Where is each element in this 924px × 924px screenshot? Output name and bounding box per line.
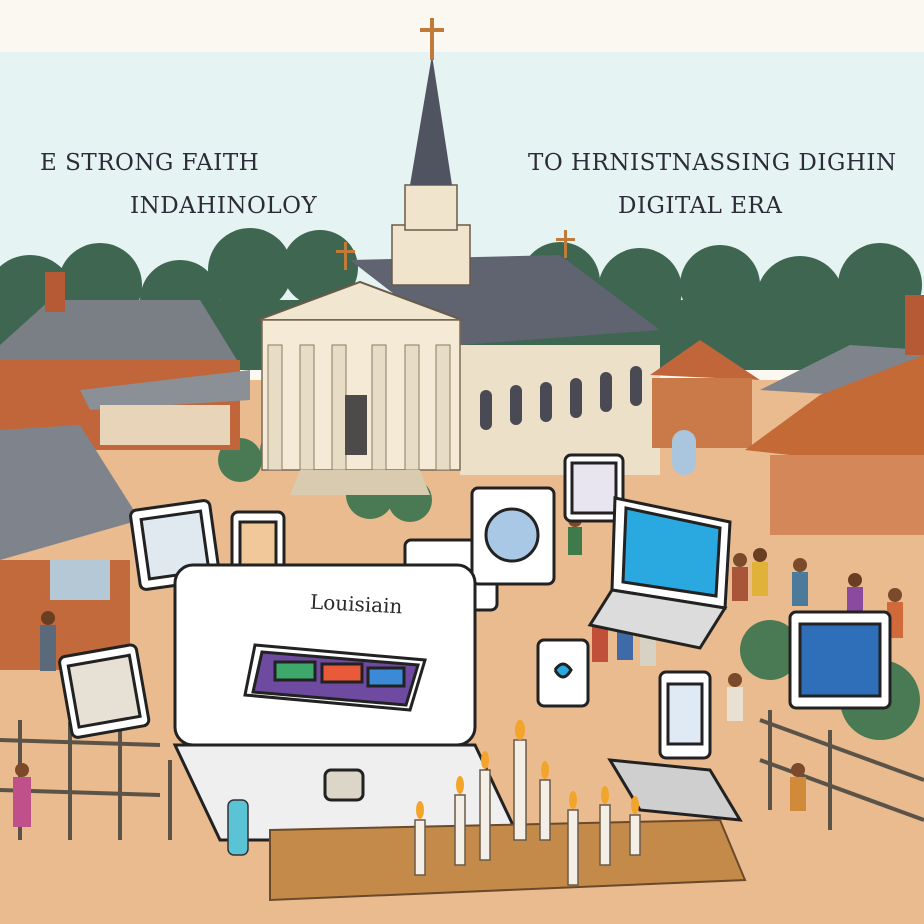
caption-right-line-2: DIGITAL ERA xyxy=(618,193,783,219)
caption-left-line-1: E STRONG FAITH xyxy=(40,150,260,176)
left-house xyxy=(0,272,250,450)
caption-left-line-2: INDAHINOLOY xyxy=(130,193,318,219)
right-buildings xyxy=(650,295,924,535)
candle-table xyxy=(227,720,747,902)
church xyxy=(257,18,660,495)
louisiana-sign: Louisiain xyxy=(309,589,404,619)
caption-right-line-1: TO HRNISTNASSING DIGHIN xyxy=(528,150,897,176)
devices xyxy=(58,453,892,842)
